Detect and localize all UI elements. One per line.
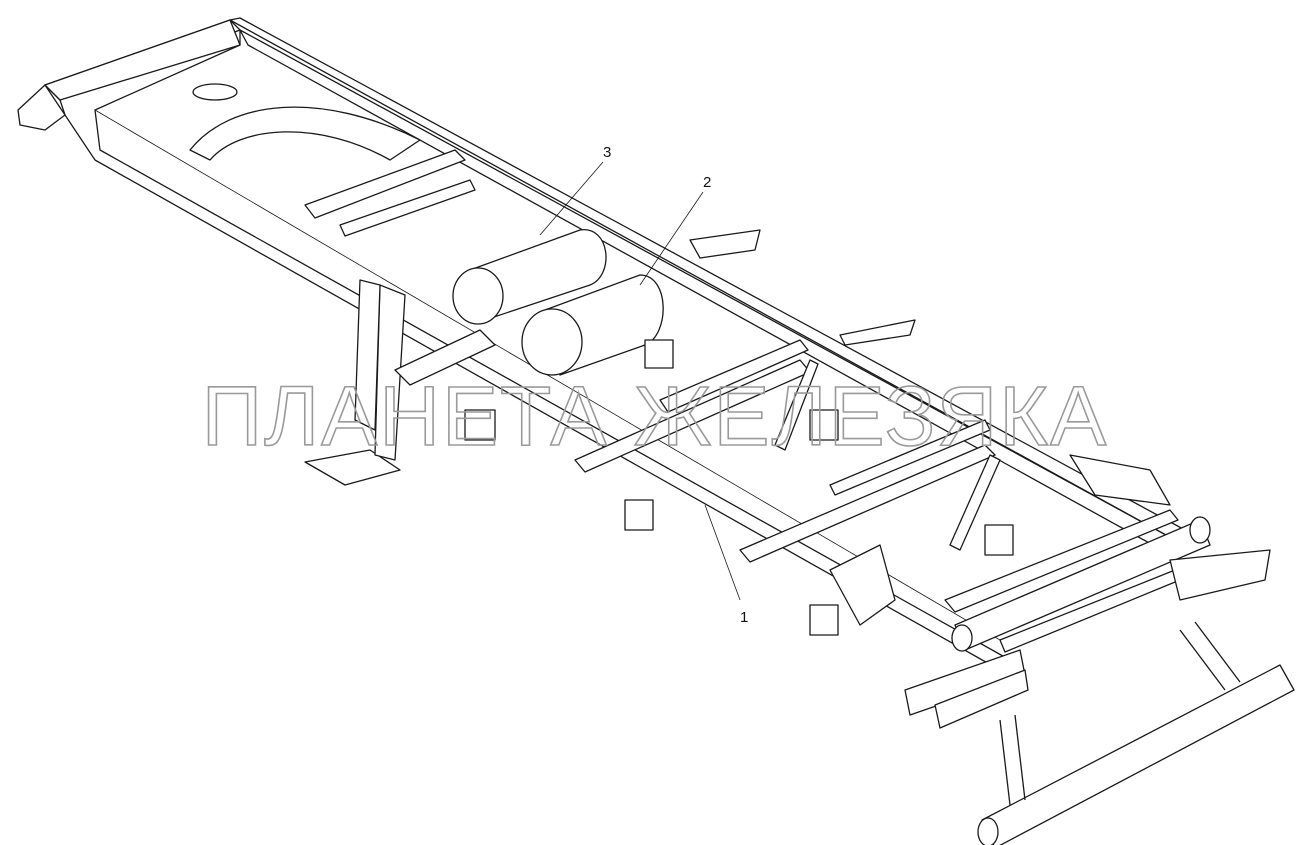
- front-crossmember: [44, 19, 241, 101]
- mudguard-bracket: [394, 329, 496, 386]
- cross-members: [304, 149, 1181, 653]
- rear-assembly: [904, 516, 1271, 729]
- spring-brackets: [464, 339, 1014, 636]
- tank-2: [521, 274, 664, 376]
- front-arch: [189, 106, 421, 161]
- callout-3: 3: [539, 144, 611, 236]
- front-step: [304, 449, 401, 486]
- rear-bumper: [977, 621, 1295, 845]
- front-hole: [192, 83, 238, 101]
- callout-label-2: 2: [703, 174, 711, 191]
- watermark: ПЛАНЕТА ЖЕЛЕЗЯКА: [202, 369, 1108, 463]
- callout-label-1: 1: [740, 609, 748, 626]
- callout-2: 2: [639, 174, 711, 286]
- callout-1: 1: [704, 504, 748, 626]
- diagonal-braces: [774, 359, 1001, 551]
- callout-label-3: 3: [603, 144, 611, 161]
- tank-3: [452, 229, 607, 325]
